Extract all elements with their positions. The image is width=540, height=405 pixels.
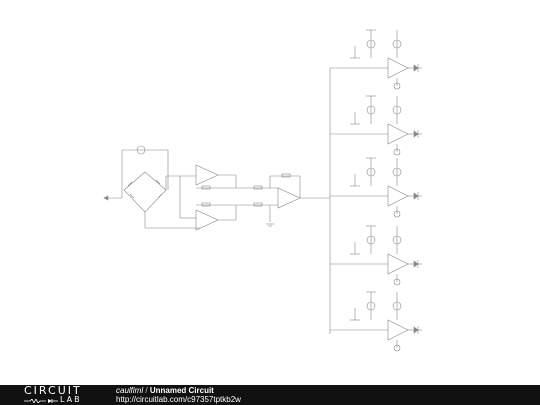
footer-bar: CIRCUIT LAB caulfiml / Unnamed Circuit h…: [0, 385, 540, 405]
circuit-title[interactable]: Unnamed Circuit: [149, 386, 214, 395]
opamp-upper: [195, 164, 219, 186]
amplifier-stage: [195, 164, 330, 231]
channel-stages: [330, 29, 422, 352]
channel-4: [330, 225, 422, 286]
channel-2: [330, 95, 422, 156]
channel-1: [330, 29, 422, 90]
logo-wire-icon: [24, 399, 58, 403]
source-top: [136, 145, 146, 155]
opamp-lower: [195, 209, 219, 231]
circuitlab-logo[interactable]: CIRCUIT LAB: [24, 385, 116, 405]
schematic-canvas: [103, 29, 422, 352]
schematic: [103, 29, 422, 352]
circuit-url[interactable]: http://circuitlab.com/c97357tptkb2w: [116, 395, 241, 404]
author-link[interactable]: caulfiml: [116, 386, 144, 395]
bridge-rectifier: [123, 171, 167, 213]
opamp-diff: [277, 187, 301, 209]
channel-3: [330, 157, 422, 218]
meta-separator: /: [145, 386, 148, 395]
channel-5: [330, 291, 422, 352]
bridge-section: [103, 145, 200, 229]
circuit-meta: caulfiml / Unnamed Circuit http://circui…: [116, 386, 241, 404]
logo-wordmark-top: CIRCUIT: [24, 384, 82, 397]
logo-wordmark-bottom: LAB: [60, 395, 82, 404]
